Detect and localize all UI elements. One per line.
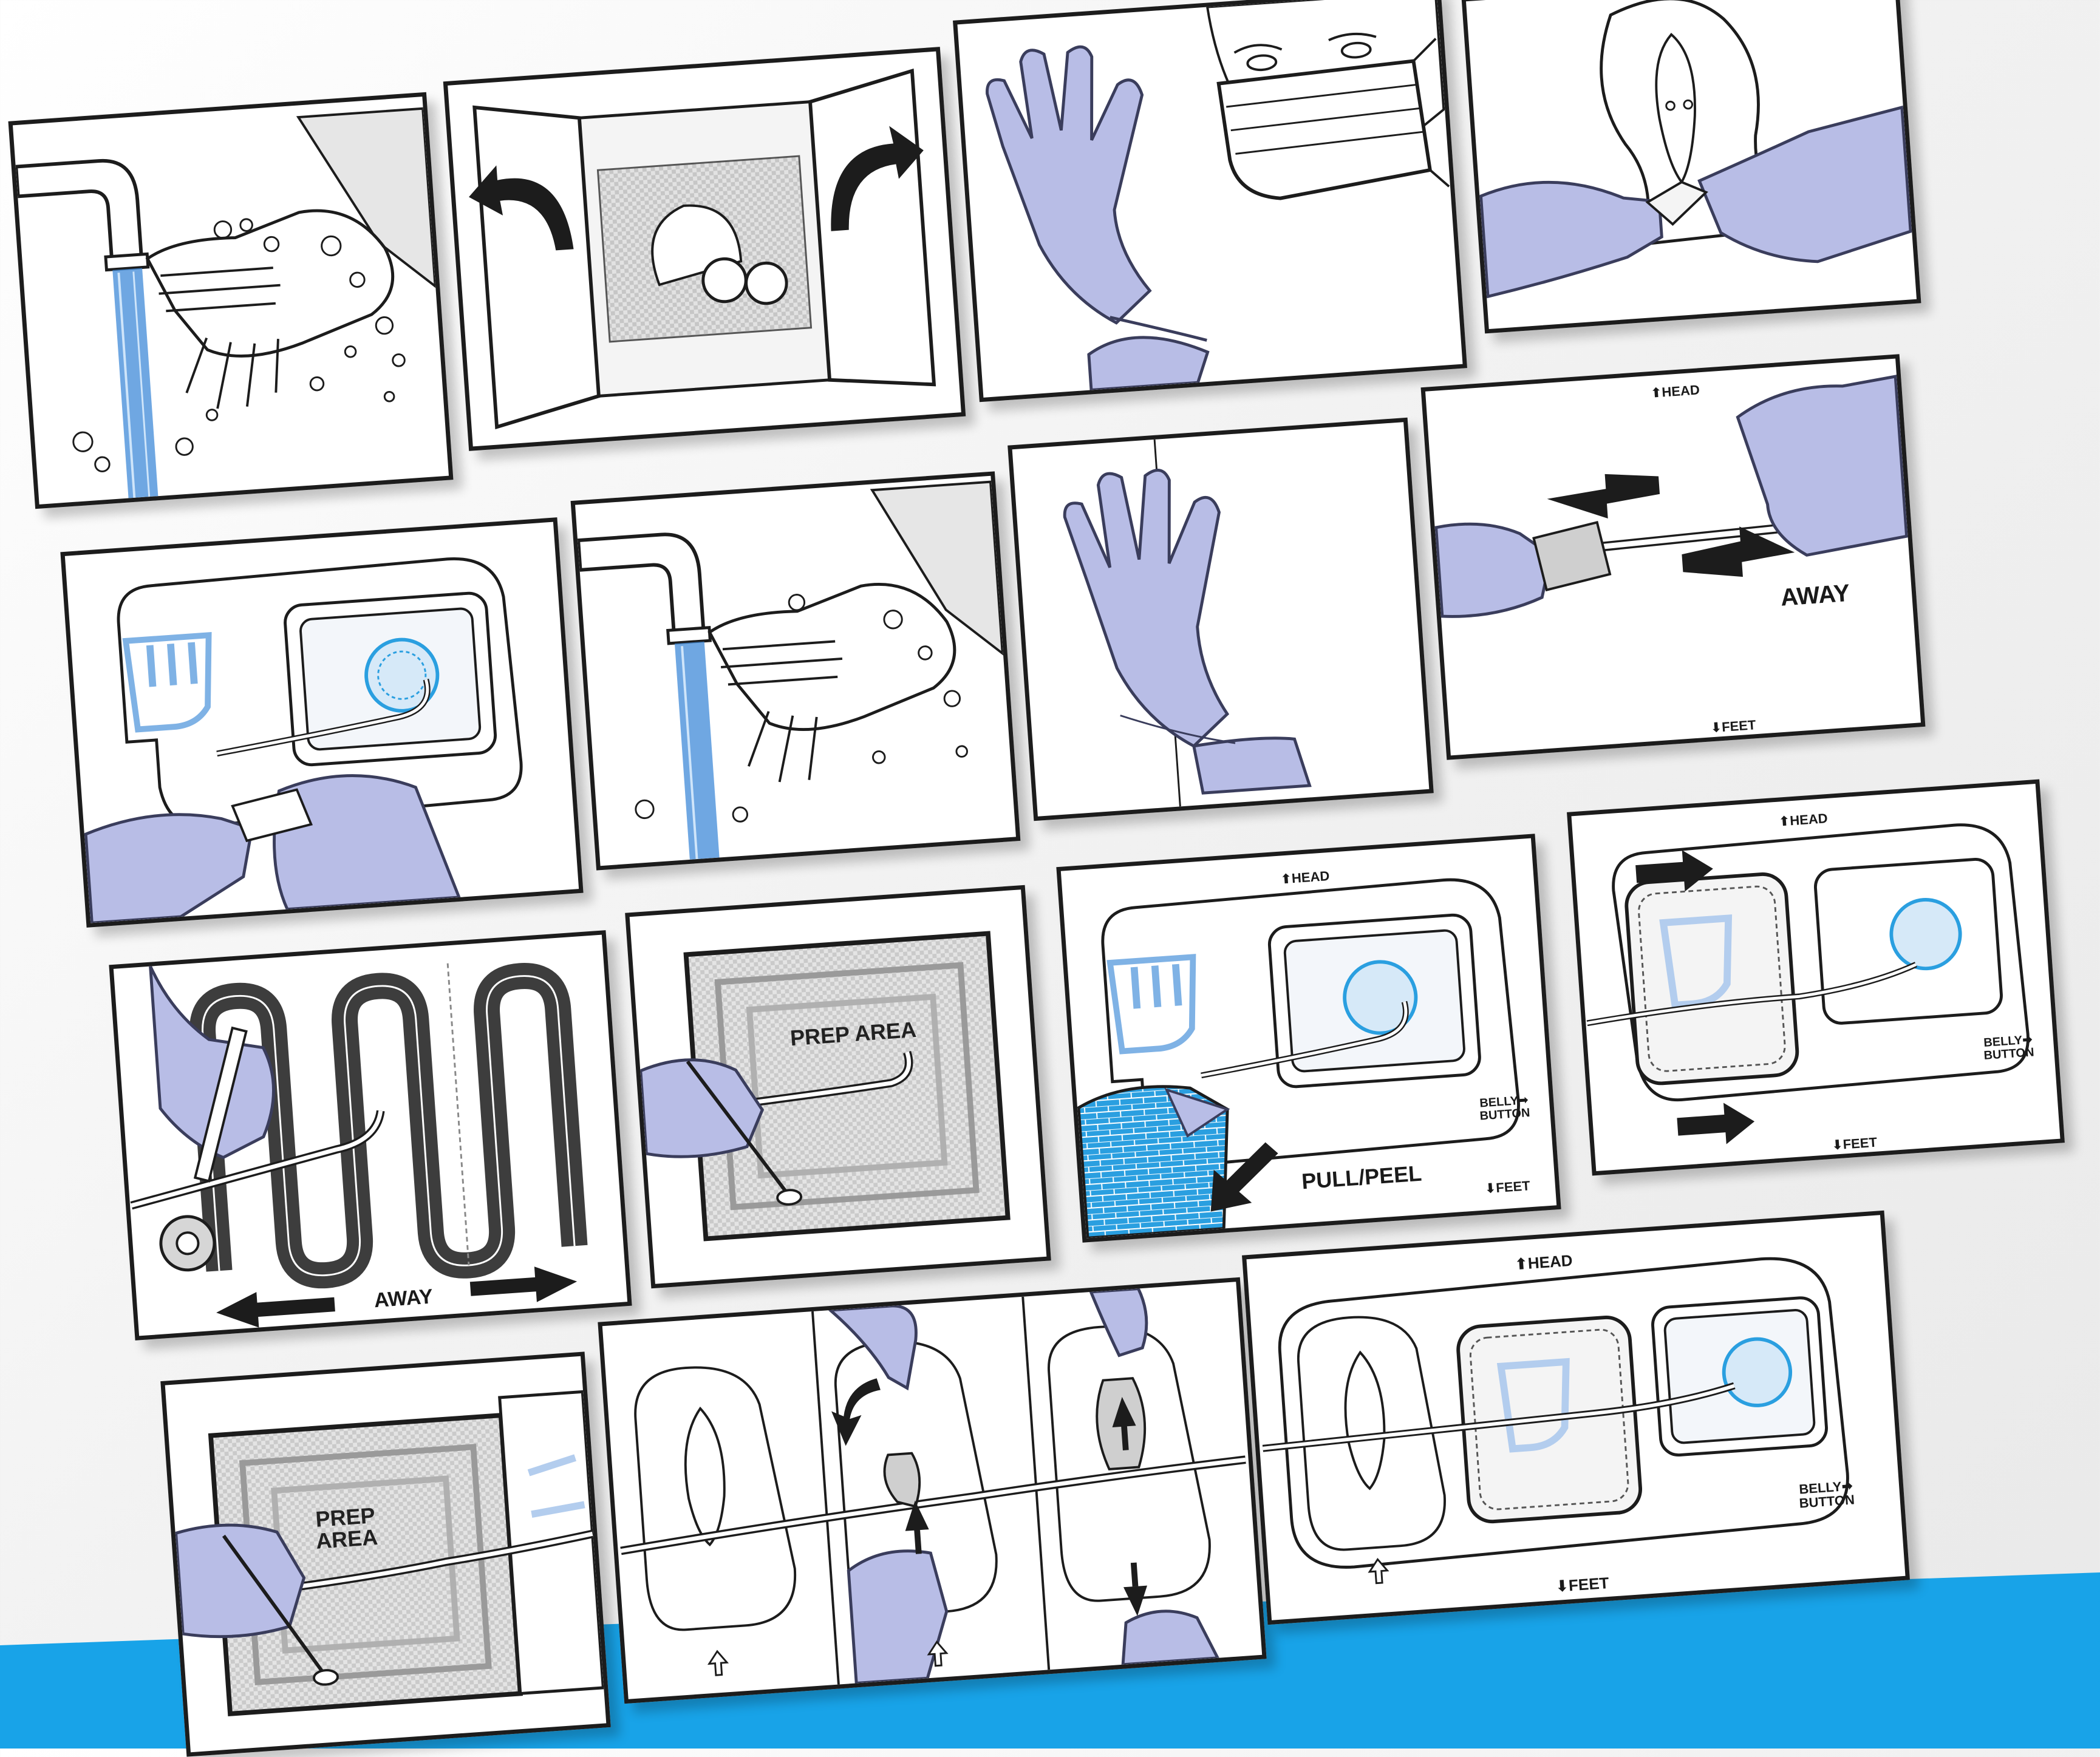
peel-dressing-illustration (65, 522, 579, 923)
head-label: ⬆HEAD (1650, 383, 1700, 400)
clean-pattern-illustration (114, 935, 627, 1336)
apply-dressing-illustration (1571, 784, 2060, 1171)
glove-mask-illustration (957, 0, 1462, 398)
mask-icon (1218, 61, 1431, 202)
panel-place-anchor (598, 1277, 1266, 1704)
glove-icon (984, 42, 1158, 330)
hands-icon (145, 206, 398, 362)
feet-label: ⬇FEET (1832, 1136, 1878, 1152)
panel-peel-anchor-liner (1462, 0, 1921, 333)
glove-icon (1062, 466, 1235, 754)
panel-wash-hands (9, 92, 454, 509)
feet-label: ⬇FEET (1555, 1575, 1609, 1594)
panel-put-on-gloves (1007, 418, 1434, 821)
peel-anchor-illustration (1466, 0, 1917, 329)
head-label: ⬆HEAD (1514, 1252, 1573, 1273)
place-anchor-illustration (602, 1282, 1262, 1699)
prep-area-illustration (630, 889, 1047, 1284)
wash-hands-again-illustration (575, 476, 1016, 866)
away-label: AWAY (1780, 581, 1851, 610)
panel-peel-dressing-liner (60, 517, 583, 928)
belly-button-label: BELLY➡BUTTON (1983, 1033, 2035, 1062)
panel-final-placement: ⬆HEAD BELLY➡BUTTON ⬇FEET (1242, 1211, 1910, 1625)
panel-wipe-tube-away: ⬆HEAD AWAY ⬇FEET (1421, 354, 1926, 760)
arrow-left-icon (1546, 471, 1661, 523)
panel-pull-peel-liner: ⬆HEAD PULL/PEEL BELLY➡BUTTON ⬇FEET (1056, 834, 1561, 1243)
panel-glove-and-mask (953, 0, 1467, 402)
put-on-gloves-illustration (1012, 422, 1430, 817)
feet-label: ⬇FEET (1710, 718, 1756, 735)
wipe-tube-illustration (1425, 359, 1921, 756)
wash-hands-illustration (13, 97, 449, 505)
panel-clean-site-pattern: AWAY (109, 930, 632, 1341)
belly-button-label: BELLY➡BUTTON (1798, 1478, 1855, 1510)
panel-prep-area-swab: PREP AREA (625, 885, 1051, 1289)
away-label: AWAY (373, 1286, 434, 1311)
prep-skin-illustration (165, 1356, 607, 1752)
feet-label: ⬇FEET (1484, 1179, 1530, 1195)
head-label: ⬆HEAD (1778, 812, 1828, 829)
open-kit-illustration (448, 52, 961, 447)
panel-wash-hands-again (571, 471, 1021, 870)
final-placement-illustration (1246, 1215, 1905, 1620)
head-label: ⬆HEAD (1280, 869, 1330, 886)
panel-open-kit (443, 47, 966, 451)
panel-apply-dressing: ⬆HEAD BELLY➡BUTTON ⬇FEET (1567, 780, 2065, 1176)
belly-button-label: BELLY➡BUTTON (1478, 1094, 1530, 1123)
